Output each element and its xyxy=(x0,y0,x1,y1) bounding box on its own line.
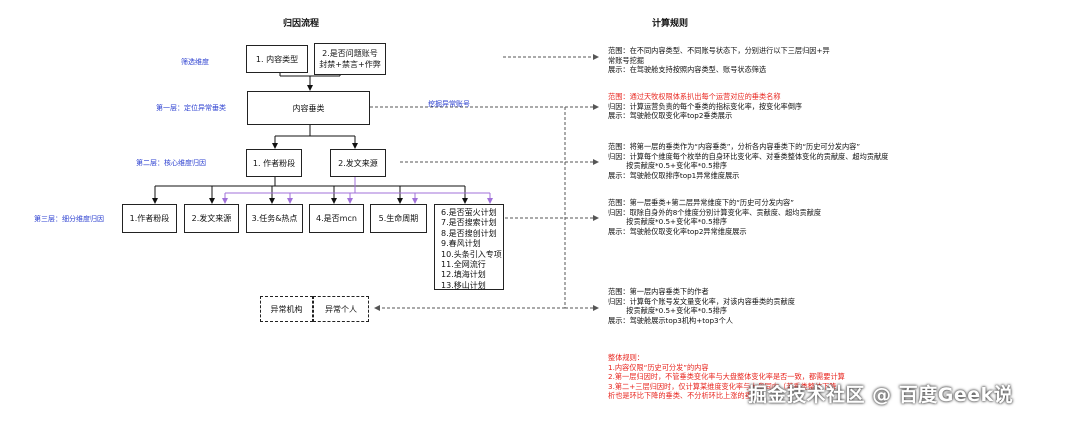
box-l3-task-hotspot-label: 3.任务&热点 xyxy=(251,214,298,223)
plan-item: 7.是否搜索计划 xyxy=(441,218,497,228)
rule-block-2: 范围：通过天牧权限体系扒出每个运营对应的垂类名称 归因：计算运营负责的每个垂类的… xyxy=(608,92,802,121)
label-layer2: 第二层：核心维度归因 xyxy=(136,159,206,167)
box-l3-task-hotspot: 3.任务&热点 xyxy=(246,204,303,233)
rule-line: 1.内容仅限“历史可分发”的内容 xyxy=(608,362,709,372)
box-abnormal-org: 异常机构 xyxy=(260,296,313,322)
box-l3-publish-source-label: 2.发文来源 xyxy=(191,214,232,223)
rule-line: 展示：驾驶舱仅取变化率top2异常维度展示 xyxy=(608,226,747,236)
box-problem-account: 2.是否问题账号 封禁+禁言+作弊 xyxy=(314,43,386,75)
rule-line: 范围：在不同内容类型、不同账号状态下，分别进行以下三层归因+异 xyxy=(608,46,830,55)
box-problem-account-line1: 2.是否问题账号 xyxy=(322,49,378,58)
rule-line: 归因：计算每个账号发文量变化率，对该内容垂类的贡献度 xyxy=(608,296,795,306)
box-publish-source-label: 2.发文来源 xyxy=(338,158,378,168)
box-problem-account-line2: 封禁+禁言+作弊 xyxy=(319,60,381,69)
rule-line: 归因：计算运营负责的每个垂类的指标变化率，按变化率倒序 xyxy=(608,101,803,111)
box-publish-source: 2.发文来源 xyxy=(330,149,386,177)
rule-line: 析也是环比下降的垂类、不分析环比上涨的垂类） xyxy=(608,391,767,401)
box-l3-author-fans: 1.作者粉段 xyxy=(122,204,177,233)
left-title: 归因流程 xyxy=(283,19,320,29)
label-layer1: 第一层：定位异常垂类 xyxy=(156,104,226,112)
box-author-fans-label: 1. 作者粉段 xyxy=(252,158,296,168)
rule-block-1: 范围：在不同内容类型、不同账号状态下，分别进行以下三层归因+异常账号挖掘展示：在… xyxy=(608,46,830,75)
rule-line: 整体规则： xyxy=(608,353,644,362)
plan-item: 11.全网流行 xyxy=(441,260,486,270)
box-l3-lifecycle: 5.生命周期 xyxy=(370,204,427,233)
box-author-fans: 1. 作者粉段 xyxy=(246,149,302,177)
box-l3-lifecycle-label: 5.生命周期 xyxy=(378,214,419,223)
rule-line: 按贡献度*0.5+变化率*0.5排序 xyxy=(608,161,728,171)
box-content-type: 1. 内容类型 xyxy=(246,45,308,73)
box-content-vertical: 内容垂类 xyxy=(247,91,370,125)
rule-line: 归因：计算每个维度每个枚举的自身环比变化率、对垂类整体变化的贡献度、超均贡献度 xyxy=(608,151,889,161)
label-mining: 挖掘异常账号 xyxy=(428,100,470,108)
rule-line: 展示：驾驶舱展示top3机构+top3个人 xyxy=(608,315,733,325)
watermark: 掘金技术社区 @ 百度Geek说 xyxy=(748,384,1014,406)
box-abnormal-person-label: 异常个人 xyxy=(325,304,357,314)
rule-line: 2.第一层归因时，不管垂类变化率与大盘整体变化率是否一致，都需要计算 xyxy=(608,372,845,382)
label-layer3: 第三层：细分维度归因 xyxy=(34,215,104,223)
plan-item: 9.春风计划 xyxy=(441,239,481,249)
plan-item: 13.移山计划 xyxy=(441,280,486,290)
rule-line: 范围：第一层内容垂类下的作者 xyxy=(608,287,709,296)
rule-line: 归因：取除自身外的8个维度分别计算变化率、贡献度、超均贡献度 xyxy=(608,207,822,217)
box-l3-mcn: 4.是否mcn xyxy=(309,204,364,233)
right-title: 计算规则 xyxy=(652,19,689,29)
label-filter: 筛选维度 xyxy=(181,58,209,66)
rule-line: 常账号挖掘 xyxy=(608,55,644,65)
rule-block-5: 范围：第一层内容垂类下的作者归因：计算每个账号发文量变化率，对该内容垂类的贡献度… xyxy=(608,287,795,325)
box-l3-author-fans-label: 1.作者粉段 xyxy=(129,214,170,223)
rule-line: 按贡献度*0.5+变化率*0.5排序 xyxy=(608,217,728,227)
rule-line: 展示：驾驶舱仅取变化率top2垂类展示 xyxy=(608,111,733,121)
rule-line: 展示：在驾驶舱支持按照内容类型、账号状态筛选 xyxy=(608,65,767,75)
rule-line: 展示：驾驶舱仅取排序top1异常维度展示 xyxy=(608,170,740,180)
plan-item: 12.填海计划 xyxy=(441,270,486,280)
box-abnormal-person: 异常个人 xyxy=(313,296,369,322)
plan-item: 8.是否搜创计划 xyxy=(441,228,497,238)
box-abnormal-org-label: 异常机构 xyxy=(270,304,303,314)
rule-line: 范围：第一层垂类+第二层异常维度下的“历史可分发内容” xyxy=(608,198,794,207)
rule-line: 3.第二+三层归因时，仅计算某维度变化率与大盘同向（若垂类整体下降， xyxy=(608,381,844,391)
box-content-type-label: 1. 内容类型 xyxy=(255,54,299,64)
rule-line: 范围：将第一层的垂类作为“内容垂类”，分析各内容垂类下的“历史可分发内容” xyxy=(608,142,861,151)
box-l3-publish-source: 2.发文来源 xyxy=(184,204,239,233)
rule-block-3: 范围：将第一层的垂类作为“内容垂类”，分析各内容垂类下的“历史可分发内容”归因：… xyxy=(608,142,888,180)
rule-block-2-scope: 范围：通过天牧权限体系扒出每个运营对应的垂类名称 xyxy=(608,92,781,101)
box-content-vertical-label: 内容垂类 xyxy=(292,103,325,113)
box-l3-mcn-label: 4.是否mcn xyxy=(316,214,357,223)
plan-item: 6.是否萤火计划 xyxy=(441,208,497,217)
plan-item: 10.头条引入专项 xyxy=(441,249,502,259)
rule-line: 按贡献度*0.5+变化率*0.5排序 xyxy=(608,306,728,316)
rule-block-4: 范围：第一层垂类+第二层异常维度下的“历史可分发内容”归因：取除自身外的8个维度… xyxy=(608,198,821,236)
